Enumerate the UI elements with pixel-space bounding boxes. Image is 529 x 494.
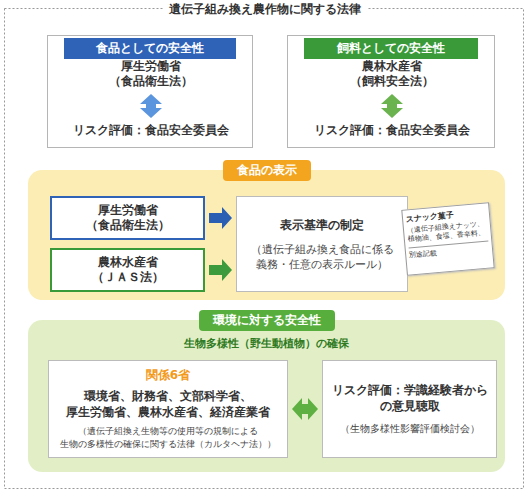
ministry-box: 農林水産省 （ＪＡＳ法）: [50, 248, 205, 292]
ministry-box: 厚生労働省 （食品衛生法）: [78, 58, 224, 90]
risk-label: リスク評価：食品安全委員会: [73, 123, 229, 138]
section-card: 飼料としての安全性農林水産省 （飼料安全法） リスク評価：食品安全委員会: [287, 35, 495, 148]
diagram-title: 遺伝子組み換え農作物に関する法律: [163, 1, 367, 18]
double-arrow: [140, 94, 162, 118]
section-card: 食品としての安全性厚生労働省 （食品衛生法） リスク評価：食品安全委員会: [47, 35, 253, 148]
section-band: 環境に対する安全性生物多様性（野生動植物）の確保関係6省環境省、財務省、文部科学…: [28, 320, 505, 472]
ministry-label: 厚生労働省 （食品衛生法）: [91, 59, 211, 89]
ministry-box: 厚生労働省 （食品衛生法）: [50, 196, 205, 240]
box-heading: 表示基準の制定: [280, 217, 364, 234]
package-note: 別途記載: [409, 240, 490, 260]
flow-arrow: [209, 207, 232, 229]
section-subheading: 生物多様性（野生動植物）の確保: [28, 336, 505, 351]
ministry-label: 農林水産省 （飼料安全法）: [332, 59, 452, 89]
box-heading: 関係6省: [146, 367, 190, 384]
snack-package-label: スナック菓子（遺伝子組換えナッツ、植物油、食塩、香辛料、別途記載: [401, 202, 494, 275]
risk-label: リスク評価：食品安全委員会: [314, 123, 470, 138]
law-name: （遺伝子組換え生物等の使用等の規制による 生物の多様性の確保に関する法律（カルタ…: [52, 425, 284, 451]
section-heading: 食品としての安全性: [64, 38, 236, 59]
double-arrow: [381, 94, 403, 118]
risk-box: リスク評価：食品安全委員会: [56, 122, 246, 139]
section-tab: 食品の表示: [223, 160, 311, 181]
frame-border: [5, 9, 524, 489]
ministry-label: 厚生労働省 （食品衛生法）: [68, 203, 188, 233]
section-heading: 飼料としての安全性: [304, 38, 478, 59]
box-heading: リスク評価：学識経験者から の意見聴取: [327, 382, 492, 414]
ministries-box: 関係6省環境省、財務省、文部科学省、 厚生労働省、農林水産省、経済産業省 （遺伝子…: [48, 360, 288, 458]
committee-name: （生物多様性影響評価検討会）: [340, 422, 480, 436]
standard-box: 表示基準の制定 （遺伝子組み換え食品に係る 義務・任意の表示ルール）: [236, 196, 408, 292]
double-arrow: [292, 398, 318, 420]
ministry-label: 農林水産省 （ＪＡＳ法）: [68, 255, 188, 285]
flow-arrow: [209, 259, 232, 281]
risk-box: リスク評価：学識経験者から の意見聴取 （生物多様性影響評価検討会）: [322, 360, 497, 458]
ministry-box: 農林水産省 （飼料安全法）: [319, 58, 465, 90]
section-tab: 環境に対する安全性: [199, 310, 335, 331]
box-body: （遺伝子組み換え食品に係る 義務・任意の表示ルール）: [247, 242, 397, 272]
risk-box: リスク評価：食品安全委員会: [297, 122, 487, 139]
ministry-list: 環境省、財務省、文部科学省、 厚生労働省、農林水産省、経済産業省: [63, 388, 273, 420]
